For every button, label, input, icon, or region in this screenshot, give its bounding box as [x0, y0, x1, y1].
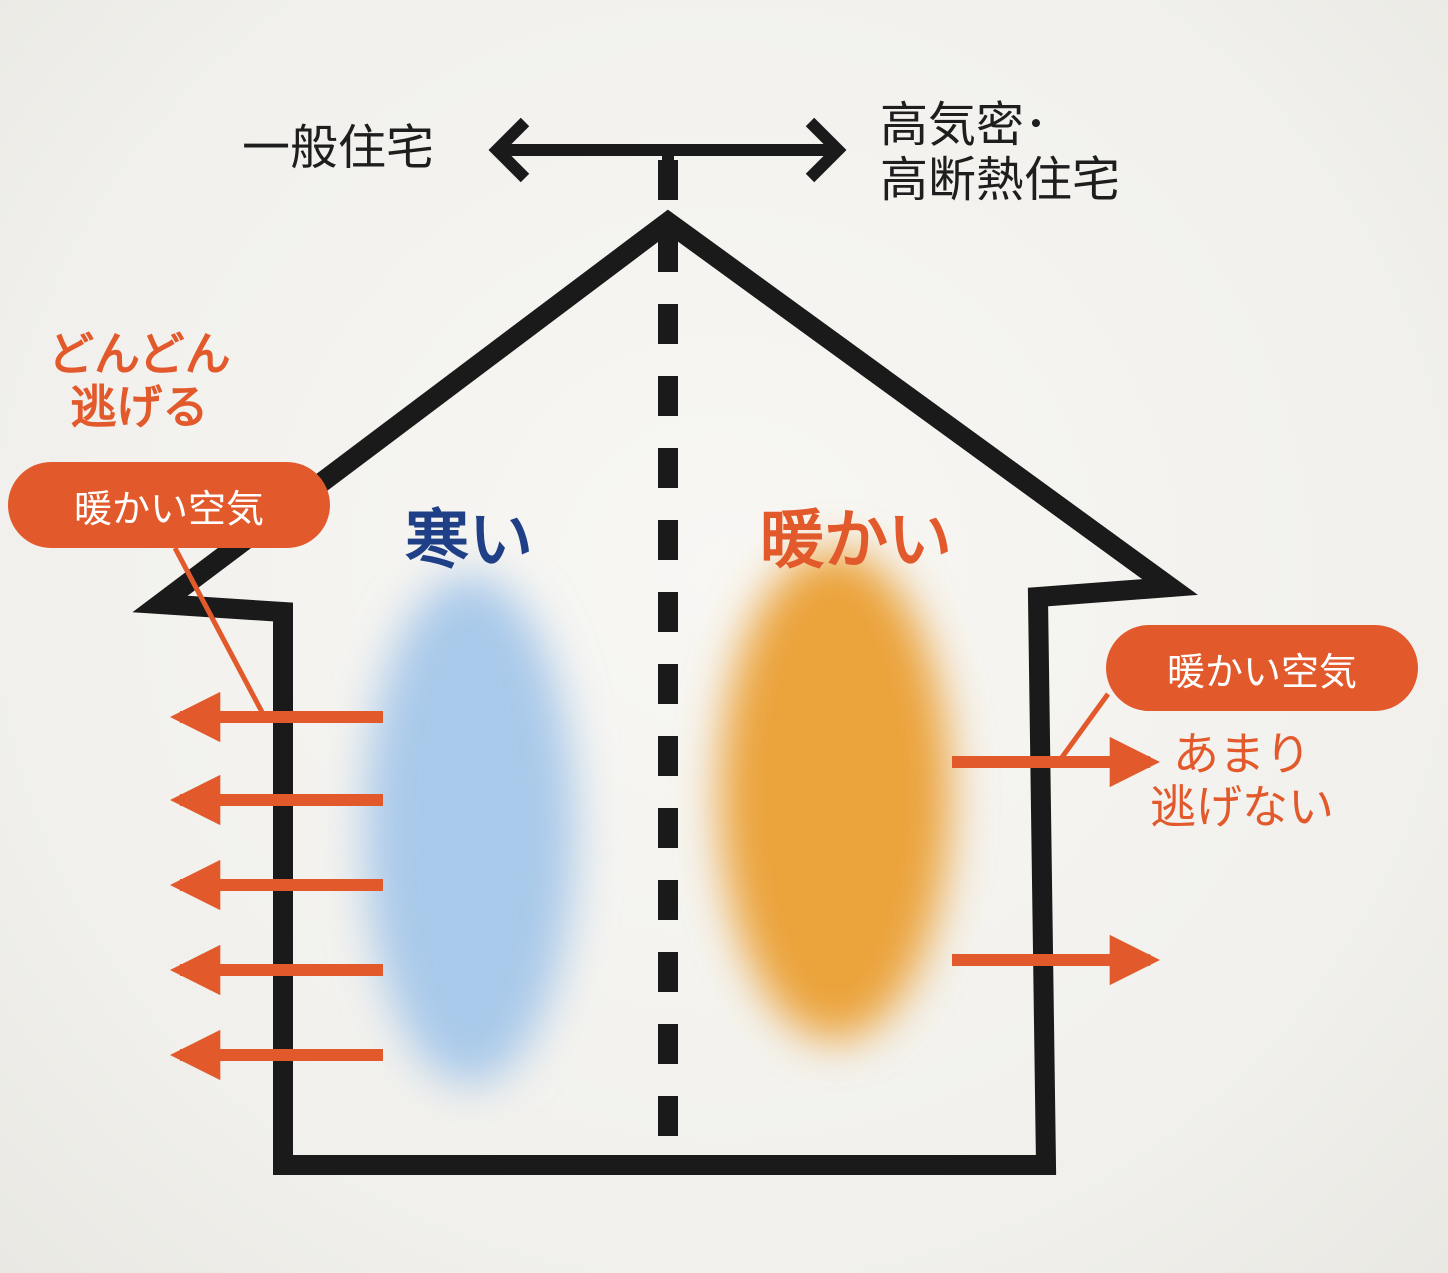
cold-zone-label: 寒い: [405, 504, 533, 578]
right-house-type-line2: 高断熱住宅: [880, 152, 1121, 209]
right-escape-note: あまり 逃げない: [1150, 728, 1334, 834]
left-house-type-label: 一般住宅: [242, 120, 435, 176]
right-escape-line2: 逃げない: [1150, 779, 1334, 834]
right-house-type-label: 高気密･ 高断熱住宅: [880, 97, 1121, 209]
left-escape-note: どんどん 逃げる: [48, 328, 231, 434]
right-warm-air-badge: 暖かい空気: [1106, 625, 1418, 711]
cold-air-glow: [365, 575, 575, 1085]
right-escape-line1: あまり: [1173, 727, 1311, 781]
left-escape-line1: どんどん: [48, 327, 231, 381]
warm-air-glow: [720, 550, 950, 1040]
right-callout-leader: [1057, 692, 1111, 762]
left-warm-air-badge: 暖かい空気: [8, 462, 330, 548]
left-heat-loss-arrows: [169, 691, 383, 1081]
right-house-type-line1: 高気密･: [880, 97, 1049, 153]
left-callout-leader: [172, 546, 265, 714]
left-escape-line2: 逃げる: [70, 379, 209, 434]
comparison-arrow-left-head: [488, 117, 530, 183]
right-heat-loss-arrows: [952, 736, 1161, 986]
comparison-arrow-right-head: [805, 117, 847, 183]
warm-zone-label: 暖かい: [760, 504, 952, 578]
